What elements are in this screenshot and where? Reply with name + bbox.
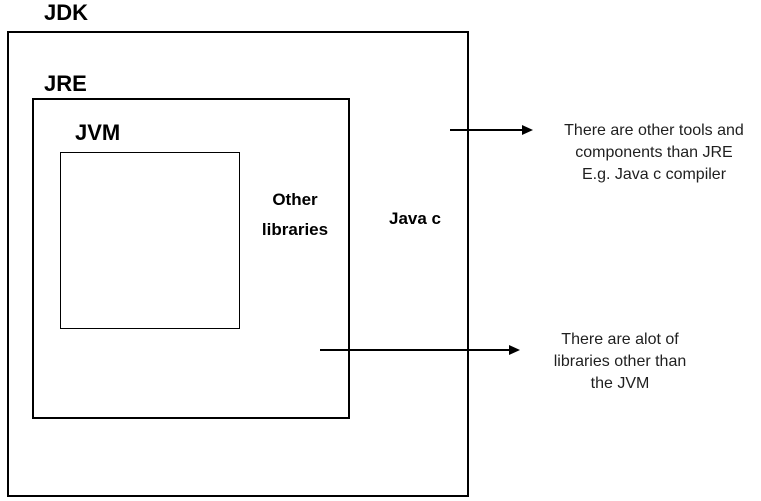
libraries-arrow-head-icon [509,345,520,355]
other-libraries-label-line1: Other [272,190,318,209]
jdk-box [7,31,469,497]
tools-annotation-line2: components than JRE [575,144,733,161]
libraries-annotation-line2: libraries other than [553,353,687,370]
libraries-arrow-line [320,349,510,351]
other-libraries-label: Other libraries [240,185,350,245]
tools-annotation-line1: There are other tools and [564,122,744,139]
tools-annotation: There are other tools and components tha… [534,120,761,186]
jre-box [32,98,350,419]
libraries-annotation-line1: There are alot of [561,331,679,348]
libraries-annotation-line3: the JVM [590,375,650,392]
java-c-label: Java c [389,209,441,228]
libraries-annotation: There are alot of libraries other than t… [520,329,720,395]
tools-annotation-line3: E.g. Java c compiler [581,166,727,183]
jre-label: JRE [44,71,87,96]
jvm-label: JVM [75,120,121,145]
tools-arrow-line [450,129,524,131]
tools-arrow-head-icon [522,125,533,135]
jdk-label: JDK [44,0,89,25]
jvm-box [60,152,240,329]
other-libraries-label-line2: libraries [261,220,329,239]
